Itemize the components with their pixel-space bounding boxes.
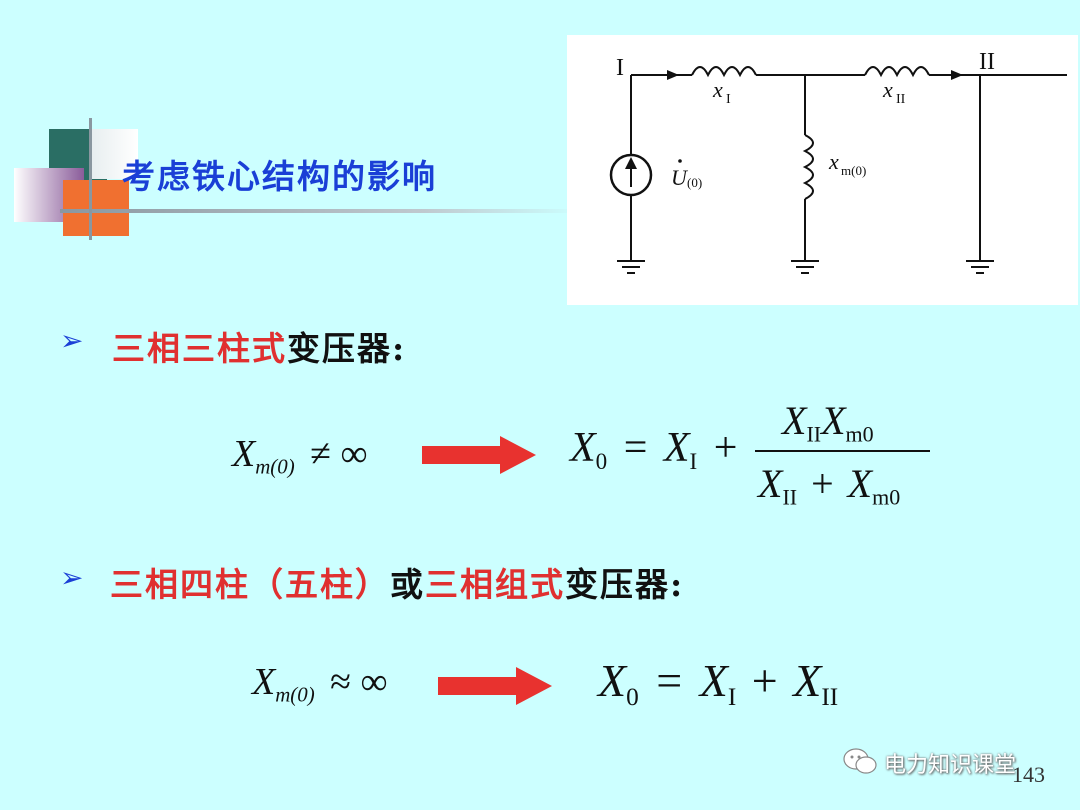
ground-icon-left <box>617 260 645 274</box>
deco-square-orange <box>63 180 129 236</box>
xm-sub: m(0) <box>841 163 866 178</box>
case1-condition: Xm(0) ≠ ∞ <box>232 433 368 479</box>
x2-sub: II <box>896 92 906 107</box>
watermark-text: 电力知识课堂 <box>884 753 1017 778</box>
fraction-numerator: XIIXm0 <box>782 398 874 447</box>
node-label-right: II <box>979 49 995 75</box>
xm-label: x <box>828 149 839 174</box>
ground-icon-right <box>966 260 994 274</box>
case1-red-text: 三相三柱式 <box>112 329 287 368</box>
deco-square-gray <box>92 129 138 179</box>
node-label-left: I <box>616 55 624 81</box>
fraction-bar <box>755 450 930 452</box>
wechat-icon <box>843 748 877 774</box>
x1-label: x <box>712 77 723 102</box>
current-arrow-icon-2 <box>951 70 963 80</box>
case2-result: X0 = XI + XII <box>598 655 839 711</box>
x2-label: x <box>882 77 893 102</box>
slide-title: 考虑铁心结构的影响 <box>122 157 437 196</box>
case2-heading: 三相四柱（五柱）或三相组式变压器: <box>110 565 685 604</box>
x1-sub: I <box>726 92 731 107</box>
case2-condition: Xm(0) ≈ ∞ <box>252 661 388 707</box>
source-label: U <box>671 165 689 190</box>
inductor-xm-icon <box>802 134 814 200</box>
ground-icon-middle <box>791 260 819 274</box>
bullet-icon-1: ➢ <box>60 324 84 357</box>
bullet-icon-2: ➢ <box>60 561 84 594</box>
current-arrow-icon <box>667 70 679 80</box>
circuit-svg: I II x I x II x m(0) U (0) <box>609 49 1067 274</box>
inductor-x2-icon <box>864 66 930 78</box>
source-sub: (0) <box>687 175 702 190</box>
inductor-x1-icon <box>691 66 757 78</box>
case1-heading: 三相三柱式变压器: <box>112 322 406 370</box>
title-vertical-rule <box>89 118 92 240</box>
case1-result-lhs: X0 = XI + <box>570 425 738 475</box>
arrow-icon-2 <box>438 667 552 705</box>
fraction-denominator: XII + Xm0 <box>758 461 901 510</box>
circuit-diagram: I II x I x II x m(0) U (0) <box>567 35 1078 305</box>
case1-black-text: 变压器: <box>287 329 407 368</box>
page-number: 143 <box>1012 762 1045 787</box>
title-rule <box>60 209 580 213</box>
arrow-icon-1 <box>422 436 536 474</box>
